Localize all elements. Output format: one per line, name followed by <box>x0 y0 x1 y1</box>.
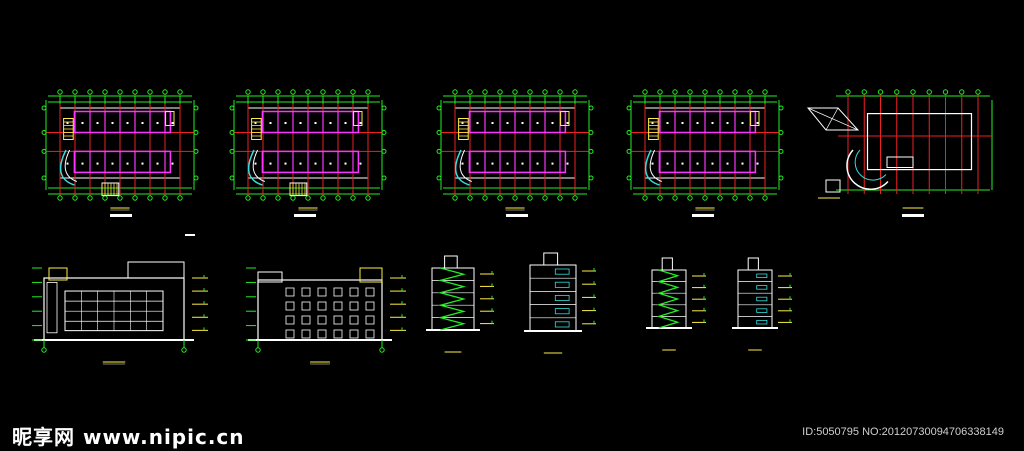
drawing-title-mark <box>506 214 528 217</box>
floor-plan-3 <box>436 89 594 211</box>
floor-plan-1 <box>41 89 199 211</box>
floor-plan-4 <box>626 89 784 211</box>
floor-plan-2 <box>229 89 387 211</box>
section-4 <box>732 257 792 351</box>
drawing-title-mark <box>294 214 316 217</box>
scale-mark <box>185 234 195 236</box>
drawing-title-mark <box>110 214 132 217</box>
elevation-2 <box>246 267 406 365</box>
watermark-id: ID:5050795 NO:20120730094706338149 <box>802 426 1004 438</box>
drawing-title-mark <box>692 214 714 217</box>
elevation-1 <box>32 261 208 365</box>
section-1 <box>426 255 494 353</box>
watermark-logo: 昵享网 www.nipic.cn <box>12 425 245 449</box>
section-2 <box>524 252 596 354</box>
section-3 <box>646 257 706 351</box>
roof-plan <box>806 89 993 209</box>
drawing-title-mark <box>902 214 924 217</box>
